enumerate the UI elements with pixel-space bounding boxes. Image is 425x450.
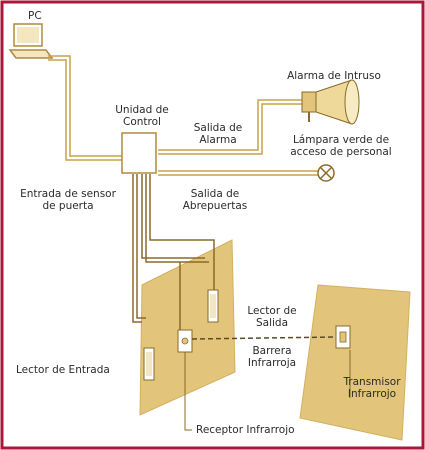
alarm-output-line bbox=[158, 99, 302, 151]
alarm-output-line-2 bbox=[158, 103, 302, 155]
entry-reader-label: Lector de Entrada bbox=[16, 364, 110, 376]
alarm-output-label: Salida de Alarma bbox=[176, 122, 260, 146]
alarm-output-label-line1: Salida de bbox=[193, 122, 243, 134]
pc-icon bbox=[8, 23, 54, 59]
ir-barrier-label-line1: Barrera bbox=[252, 345, 292, 357]
door-opener-output-label-line1: Salida de bbox=[190, 188, 240, 200]
green-lamp-label-line1: Lámpara verde de bbox=[292, 134, 390, 146]
transmitter-panel bbox=[299, 284, 411, 441]
ir-transmitter-label: Transmisor Infrarrojo bbox=[330, 376, 414, 400]
control-unit-box bbox=[121, 132, 157, 174]
door-sensor-wire bbox=[132, 174, 142, 323]
ir-transmitter-label-line2: Infrarrojo bbox=[347, 388, 397, 400]
ir-transmitter-label-line1: Transmisor bbox=[343, 376, 401, 388]
pc-link-line-2 bbox=[48, 59, 122, 161]
siren-icon bbox=[301, 79, 360, 125]
exit-reader-label: Lector de Salida bbox=[232, 305, 312, 329]
door-sensor-wire-2 bbox=[136, 174, 146, 319]
ir-barrier-label: Barrera Infrarroja bbox=[232, 345, 312, 369]
ir-barrier-label-line2: Infrarroja bbox=[247, 357, 297, 369]
alarm-label: Alarma de Intruso bbox=[287, 70, 381, 82]
alarm-output-label-line2: Alarma bbox=[199, 134, 237, 146]
ir-beam bbox=[191, 336, 337, 340]
green-lamp-label: Lámpara verde de acceso de personal bbox=[266, 134, 416, 158]
door-opener-output-label: Salida de Abrepuertas bbox=[160, 188, 270, 212]
door-sensor-input-label-line2: de puerta bbox=[42, 200, 94, 212]
opener-wire-2 bbox=[145, 174, 209, 263]
door-sensor-input-label: Entrada de sensor de puerta bbox=[8, 188, 128, 212]
ir-receiver-label: Receptor Infrarrojo bbox=[196, 424, 295, 436]
exit-reader-label-line2: Salida bbox=[255, 317, 289, 329]
opener-wire bbox=[141, 174, 205, 259]
lamp-icon bbox=[317, 164, 335, 182]
pc-label: PC bbox=[28, 10, 42, 22]
control-unit-label-line1: Unidad de bbox=[115, 104, 169, 116]
green-lamp-label-line2: acceso de personal bbox=[290, 146, 392, 158]
exit-reader-label-line1: Lector de bbox=[247, 305, 297, 317]
exit-reader-wire bbox=[149, 174, 215, 290]
control-unit-label: Unidad de Control bbox=[92, 104, 192, 128]
control-unit-label-line2: Control bbox=[123, 116, 161, 128]
receiver-pointer bbox=[184, 352, 192, 431]
door-panel bbox=[139, 239, 236, 416]
door-sensor-input-label-line1: Entrada de sensor bbox=[20, 188, 116, 200]
pc-link-line bbox=[48, 55, 122, 157]
door-opener-output-label-line2: Abrepuertas bbox=[182, 200, 248, 212]
